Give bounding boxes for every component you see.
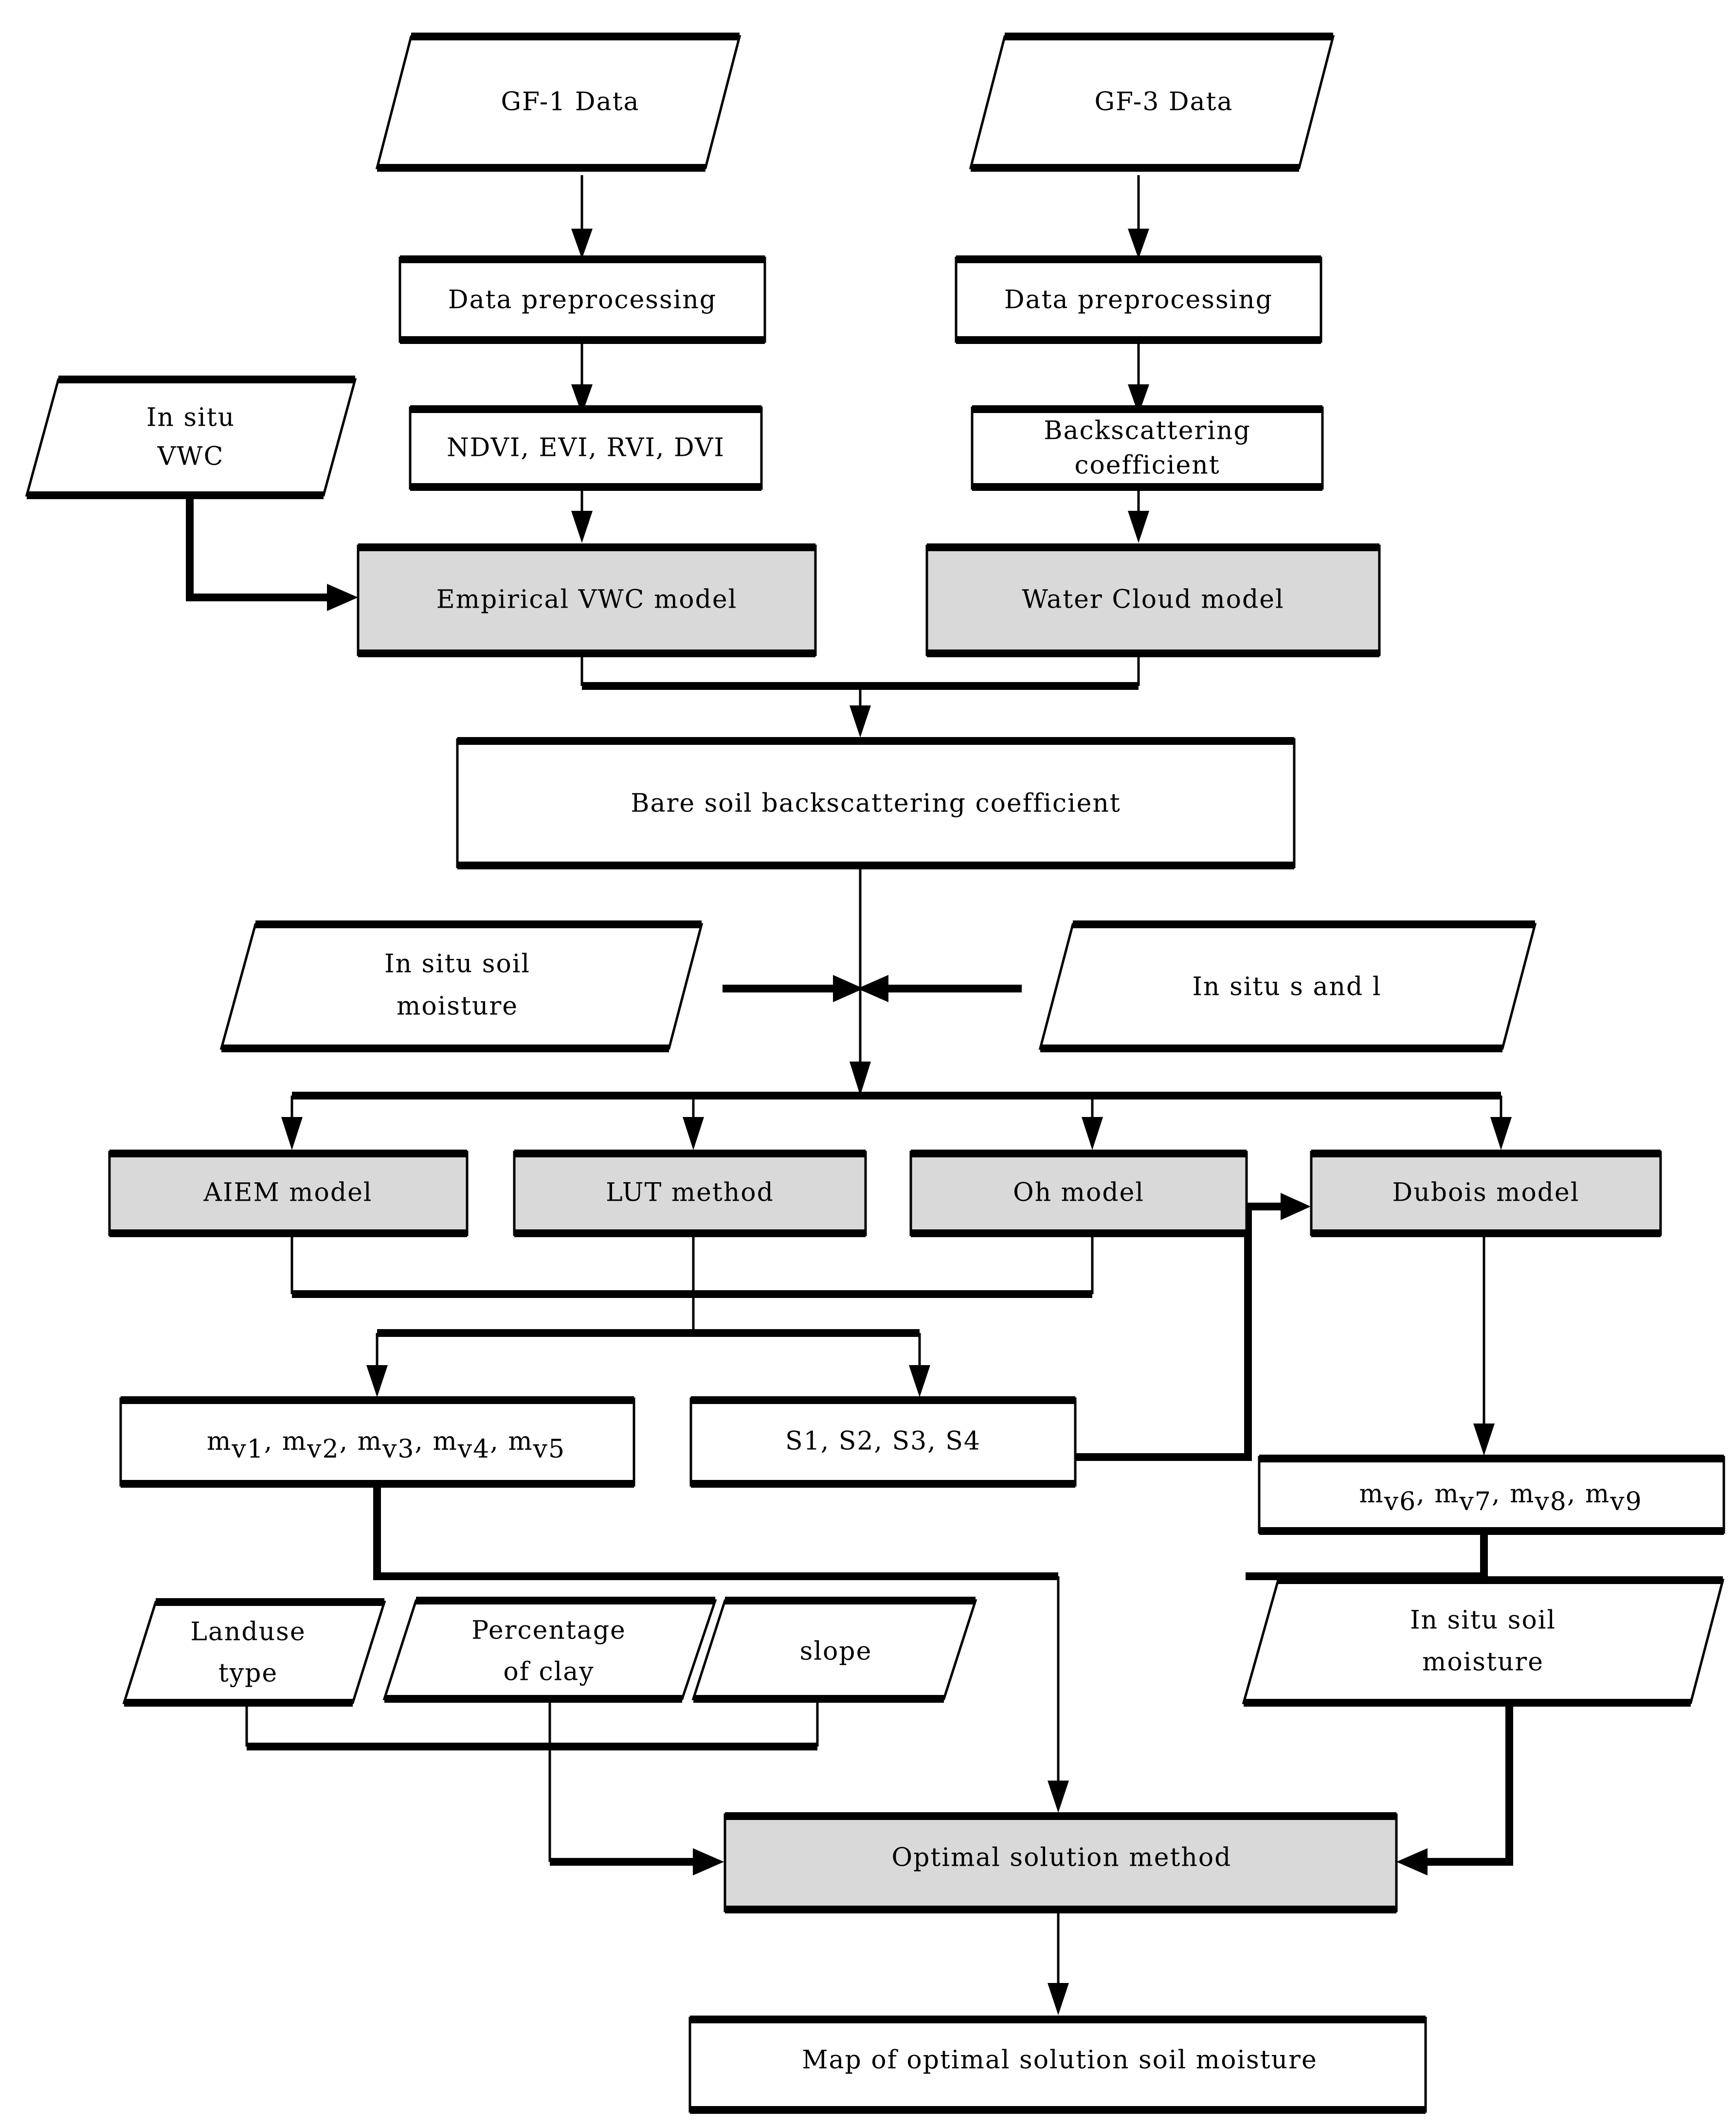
node-mv-1-5[interactable]: mv1, mv2, mv3, mv4, mv5 [119, 1396, 635, 1488]
node-bare-soil-backscattering[interactable]: Bare soil backscattering coefficient [456, 737, 1296, 869]
connector-vwc-to-empirical [186, 495, 336, 601]
node-bare-soil-backscattering-label: Bare soil backscattering coefficient [631, 789, 1121, 818]
arrowhead-insitu-sl-to-junction [857, 975, 888, 1002]
arrowhead-insitu-bottom-to-optimal [1396, 1848, 1428, 1875]
node-in-situ-soil-moisture-bottom-line1: In situ soil [1410, 1606, 1556, 1635]
arrowhead-optimal-vertical-feed [1048, 1781, 1069, 1813]
arrowhead-s14-to-dubois [1281, 1193, 1311, 1220]
node-percentage-of-clay-line2: of clay [503, 1658, 594, 1687]
node-gf3-data[interactable]: GF-3 Data [969, 33, 1335, 172]
connector-mv69-to-optimal [1246, 1532, 1488, 1580]
arrowhead-junction-to-distbar [850, 1062, 871, 1096]
arrowhead-dist-to-dubois [1490, 1117, 1512, 1150]
node-in-situ-soil-moisture-top-line2: moisture [397, 992, 518, 1021]
node-landuse-type-line2: type [218, 1659, 278, 1688]
arrowhead-preproc-to-backscatter [1128, 384, 1149, 414]
arrowhead-preproc-to-indices [571, 384, 593, 414]
node-lut-method[interactable]: LUT method [513, 1150, 867, 1237]
node-water-cloud-model[interactable]: Water Cloud model [925, 543, 1381, 657]
node-landuse-type[interactable]: Landuse type [122, 1598, 386, 1707]
node-backscattering-coefficient-line1: Backscattering [1044, 416, 1251, 446]
arrowhead-dist-to-oh [1082, 1117, 1103, 1150]
arrowhead-split-to-s14 [909, 1365, 930, 1397]
node-in-situ-soil-moisture-bottom-line2: moisture [1422, 1648, 1544, 1677]
node-map-output[interactable]: Map of optimal solution soil moisture [688, 2016, 1427, 2114]
node-indices[interactable]: NDVI, EVI, RVI, DVI [409, 405, 763, 491]
node-mv-6-9-label: mv6, mv7, mv8, mv9 [1296, 1479, 1688, 1516]
node-indices-label: NDVI, EVI, RVI, DVI [447, 433, 725, 463]
node-in-situ-s-and-l[interactable]: In situ s and l [1038, 920, 1537, 1052]
arrowhead-gf1-to-preproc [571, 229, 593, 259]
connector-layer [186, 175, 1513, 2015]
node-s-1-4[interactable]: S1, S2, S3, S4 [689, 1396, 1077, 1488]
node-empirical-vwc-model[interactable]: Empirical VWC model [357, 543, 817, 657]
node-in-situ-soil-moisture-bottom[interactable]: In situ soil moisture [1242, 1576, 1725, 1707]
node-data-preprocessing-left[interactable]: Data preprocessing [398, 255, 766, 344]
node-backscattering-coefficient-line2: coefficient [1074, 451, 1220, 480]
node-oh-model[interactable]: Oh model [909, 1150, 1248, 1237]
arrowhead-dubois-to-mv69 [1473, 1423, 1495, 1456]
node-gf1-data-label: GF-1 Data [501, 88, 639, 117]
node-data-preprocessing-left-label: Data preprocessing [448, 286, 717, 315]
node-backscattering-coefficient[interactable]: Backscattering coefficient [971, 405, 1324, 491]
node-mv-1-5-label: mv1, mv2, mv3, mv4, mv5 [144, 1427, 611, 1464]
node-data-preprocessing-right[interactable]: Data preprocessing [955, 255, 1322, 344]
arrowhead-gf3-to-preproc [1128, 229, 1149, 259]
node-gf1-data[interactable]: GF-1 Data [375, 33, 741, 172]
connector-mv15-to-optimal [373, 1485, 1058, 1580]
node-empirical-vwc-model-label: Empirical VWC model [436, 585, 738, 614]
node-in-situ-s-and-l-label: In situ s and l [1193, 973, 1382, 1002]
arrowhead-merge-to-baresoil [850, 705, 871, 738]
node-dubois-model-label: Dubois model [1392, 1178, 1580, 1207]
node-landuse-type-line1: Landuse [190, 1618, 306, 1647]
arrowhead-split-to-mv15 [366, 1365, 388, 1397]
node-aiem-model-label: AIEM model [203, 1178, 372, 1207]
node-optimal-solution-method-label: Optimal solution method [892, 1843, 1232, 1873]
node-s-1-4-label: S1, S2, S3, S4 [785, 1427, 981, 1456]
node-oh-model-label: Oh model [1013, 1178, 1144, 1207]
node-in-situ-vwc-label-line1: In situ [146, 403, 235, 432]
node-dubois-model[interactable]: Dubois model [1310, 1150, 1662, 1237]
node-in-situ-soil-moisture-top[interactable]: In situ soil moisture [219, 920, 704, 1052]
node-percentage-of-clay-line1: Percentage [471, 1616, 626, 1645]
node-lut-method-label: LUT method [606, 1178, 774, 1207]
arrowhead-dist-to-aiem [281, 1117, 303, 1150]
arrowhead-optimal-to-map [1048, 1983, 1069, 2015]
node-data-preprocessing-right-label: Data preprocessing [1004, 286, 1273, 315]
arrowhead-backscatter-to-watercloud [1128, 511, 1149, 543]
node-percentage-of-clay[interactable]: Percentage of clay [382, 1597, 717, 1703]
arrowhead-indices-to-empirical [571, 511, 593, 543]
connector-s14-to-dubois [1075, 1203, 1288, 1461]
node-slope[interactable]: slope [691, 1597, 977, 1703]
connector-insitu-bottom-to-optimal [1421, 1703, 1513, 1866]
node-water-cloud-model-label: Water Cloud model [1022, 585, 1284, 614]
node-in-situ-vwc-label-line2: VWC [157, 442, 224, 471]
node-in-situ-vwc[interactable]: In situ VWC [25, 376, 357, 499]
arrowhead-dist-to-lut [683, 1117, 704, 1150]
node-slope-label: slope [800, 1637, 872, 1666]
node-mv-6-9[interactable]: mv6, mv7, mv8, mv9 [1258, 1455, 1725, 1535]
arrowhead-vwc-to-empirical [327, 584, 358, 611]
node-gf3-data-label: GF-3 Data [1094, 88, 1233, 117]
arrowhead-insitu-sm-to-junction [833, 975, 864, 1002]
arrowhead-aux-to-optimal [693, 1848, 724, 1875]
node-aiem-model[interactable]: AIEM model [108, 1150, 469, 1237]
node-optimal-solution-method[interactable]: Optimal solution method [723, 1812, 1398, 1913]
node-map-output-label: Map of optimal solution soil moisture [802, 2046, 1317, 2075]
node-in-situ-soil-moisture-top-line1: In situ soil [384, 950, 530, 979]
